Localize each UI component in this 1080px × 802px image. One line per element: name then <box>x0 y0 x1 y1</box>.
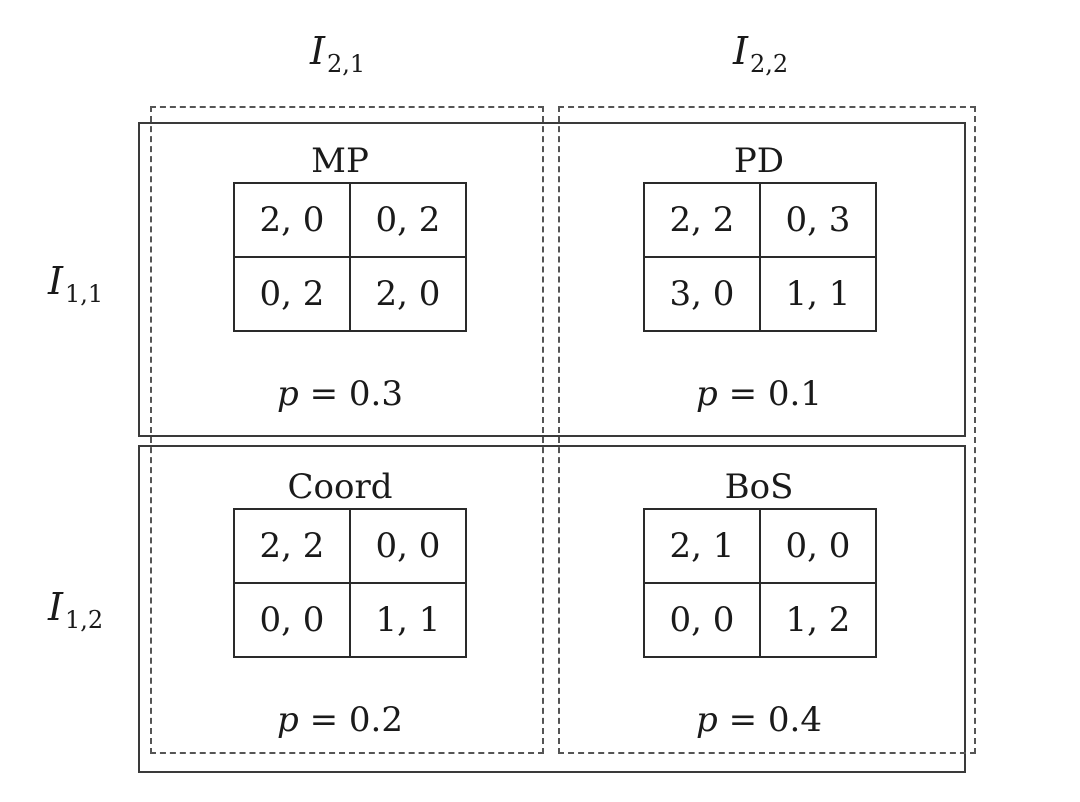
payoff-cell: 3, 0 <box>643 256 761 332</box>
game-coord: Coord 2, 2 0, 0 0, 0 1, 1 p = 0.2 <box>150 448 530 758</box>
info-set-box-i12 <box>138 445 966 773</box>
payoff-cell: 0, 0 <box>349 508 467 584</box>
payoff-matrix: 2, 2 0, 3 3, 0 1, 1 <box>643 182 877 332</box>
payoff-cell: 2, 0 <box>233 182 351 258</box>
payoff-cell: 1, 1 <box>759 256 877 332</box>
payoff-cell: 0, 0 <box>643 582 761 658</box>
payoff-cell: 2, 2 <box>643 182 761 258</box>
row-label-i12: I1,2 <box>48 585 104 634</box>
payoff-cell: 2, 0 <box>349 256 467 332</box>
info-set-box-i21 <box>150 106 544 754</box>
payoff-cell: 0, 2 <box>349 182 467 258</box>
column-label-i21: I2,1 <box>310 29 366 78</box>
payoff-cell: 1, 1 <box>349 582 467 658</box>
probability-label: p = 0.4 <box>696 700 822 740</box>
info-set-box-i22 <box>558 106 976 754</box>
game-bos: BoS 2, 1 0, 0 0, 0 1, 2 p = 0.4 <box>569 448 949 758</box>
info-set-box-i11 <box>138 122 966 437</box>
probability-label: p = 0.3 <box>277 374 403 414</box>
payoff-cell: 2, 1 <box>643 508 761 584</box>
payoff-matrix: 2, 1 0, 0 0, 0 1, 2 <box>643 508 877 658</box>
game-title: PD <box>733 141 785 181</box>
probability-label: p = 0.2 <box>277 700 403 740</box>
game-title: BoS <box>724 467 794 507</box>
game-title: Coord <box>287 467 393 507</box>
payoff-matrix: 2, 2 0, 0 0, 0 1, 1 <box>233 508 467 658</box>
game-pd: PD 2, 2 0, 3 3, 0 1, 1 p = 0.1 <box>569 122 949 432</box>
column-label-i22: I2,2 <box>733 29 789 78</box>
game-title: MP <box>311 141 369 181</box>
row-label-i11: I1,1 <box>48 259 104 308</box>
payoff-cell: 0, 0 <box>233 582 351 658</box>
payoff-cell: 0, 2 <box>233 256 351 332</box>
payoff-cell: 2, 2 <box>233 508 351 584</box>
payoff-matrix: 2, 0 0, 2 0, 2 2, 0 <box>233 182 467 332</box>
game-mp: MP 2, 0 0, 2 0, 2 2, 0 p = 0.3 <box>150 122 530 432</box>
probability-label: p = 0.1 <box>696 374 822 414</box>
payoff-cell: 0, 3 <box>759 182 877 258</box>
payoff-cell: 0, 0 <box>759 508 877 584</box>
payoff-cell: 1, 2 <box>759 582 877 658</box>
